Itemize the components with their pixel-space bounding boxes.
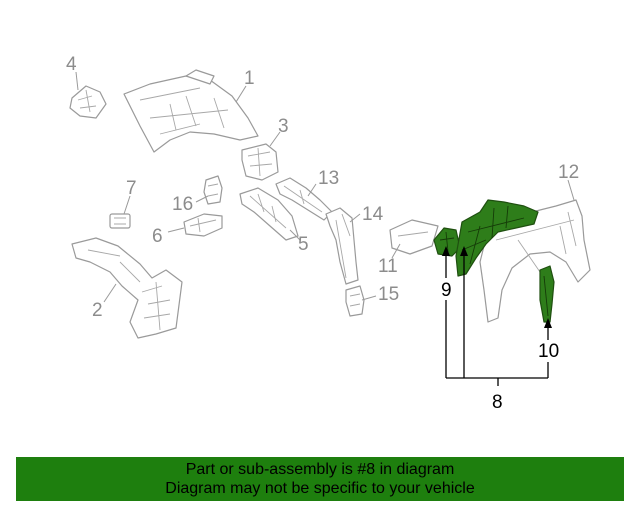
leader-14 xyxy=(349,213,361,223)
callout-8: 8 xyxy=(492,392,503,413)
footer-banner: Part or sub-assembly is #8 in diagram Di… xyxy=(16,457,624,501)
part-8-wheelhouse-inner-highlighted[interactable] xyxy=(455,199,539,277)
part-5-rail[interactable] xyxy=(239,187,299,241)
callout-13: 13 xyxy=(318,168,339,189)
callout-16: 16 xyxy=(172,194,193,215)
leader-4 xyxy=(75,71,79,91)
part-4-bracket[interactable] xyxy=(69,85,107,119)
part-11-panel[interactable] xyxy=(389,219,439,255)
part-16-bracket[interactable] xyxy=(203,175,223,205)
callout-14: 14 xyxy=(362,204,384,225)
leader-15 xyxy=(361,295,377,301)
part-10-strip-highlighted[interactable] xyxy=(539,265,555,323)
callout-2: 2 xyxy=(92,300,103,321)
callout-3: 3 xyxy=(278,116,289,137)
footer-line-2: Diagram may not be specific to your vehi… xyxy=(165,480,475,497)
part-15-bracket[interactable] xyxy=(345,285,365,317)
callout-11: 11 xyxy=(378,256,398,277)
footer-line-1: Part or sub-assembly is #8 in diagram xyxy=(185,461,455,478)
part-14-pillar[interactable] xyxy=(325,207,359,285)
label-bg-9 xyxy=(438,278,458,300)
leader-1 xyxy=(235,85,247,103)
part-3-bracket[interactable] xyxy=(241,143,279,181)
leader-5 xyxy=(289,229,301,241)
part-1-quarter-inner-panel[interactable] xyxy=(123,69,259,153)
arrow-10 xyxy=(544,318,552,328)
leader-2 xyxy=(103,283,117,303)
leader-16 xyxy=(195,195,209,203)
leader-11 xyxy=(391,243,401,259)
leader-6 xyxy=(167,227,185,233)
callout-4: 4 xyxy=(66,54,77,75)
callout-15: 15 xyxy=(378,284,399,305)
callout-1: 1 xyxy=(244,68,255,89)
callout-7: 7 xyxy=(126,178,137,199)
part-7-clip[interactable] xyxy=(109,213,131,229)
leader-13 xyxy=(307,183,317,197)
label-bg-10 xyxy=(536,340,564,362)
callout-12: 12 xyxy=(558,162,579,183)
part-2-pillar[interactable] xyxy=(71,237,183,339)
part-6-bracket[interactable] xyxy=(183,213,223,237)
leader-12 xyxy=(567,179,575,201)
leader-7 xyxy=(123,195,131,215)
callout-6: 6 xyxy=(152,226,163,247)
callout-5: 5 xyxy=(298,234,309,255)
arrow-9 xyxy=(442,246,450,256)
callout-9: 9 xyxy=(441,280,452,301)
leader-3 xyxy=(269,131,281,147)
callout-10: 10 xyxy=(538,341,559,362)
arrow-8 xyxy=(460,246,468,256)
